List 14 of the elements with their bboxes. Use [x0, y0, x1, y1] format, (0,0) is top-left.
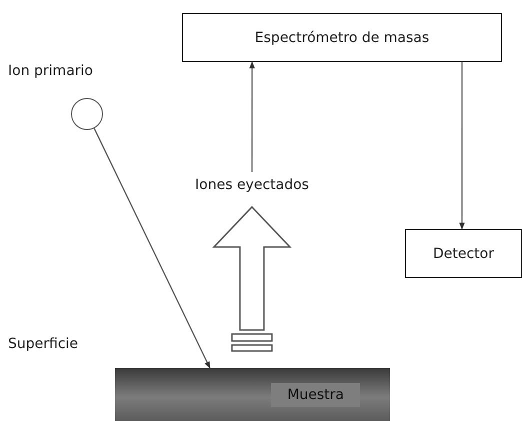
text-label: Ion primario — [8, 63, 93, 79]
arrow — [459, 62, 465, 230]
arrow — [249, 61, 255, 172]
block-arrow — [212, 206, 292, 352]
arrow — [94, 128, 210, 369]
ejected-ions-label: Iones eyectados — [195, 177, 309, 193]
box-label: Espectrómetro de masas — [254, 30, 430, 46]
ion-circle — [71, 98, 103, 130]
text-label: Superficie — [8, 336, 78, 352]
sample-label: Muestra — [271, 382, 360, 406]
sample-block — [115, 368, 390, 421]
spectrometer-box — [182, 13, 502, 62]
box-label: Detector — [432, 246, 494, 262]
detector-box — [405, 229, 522, 278]
